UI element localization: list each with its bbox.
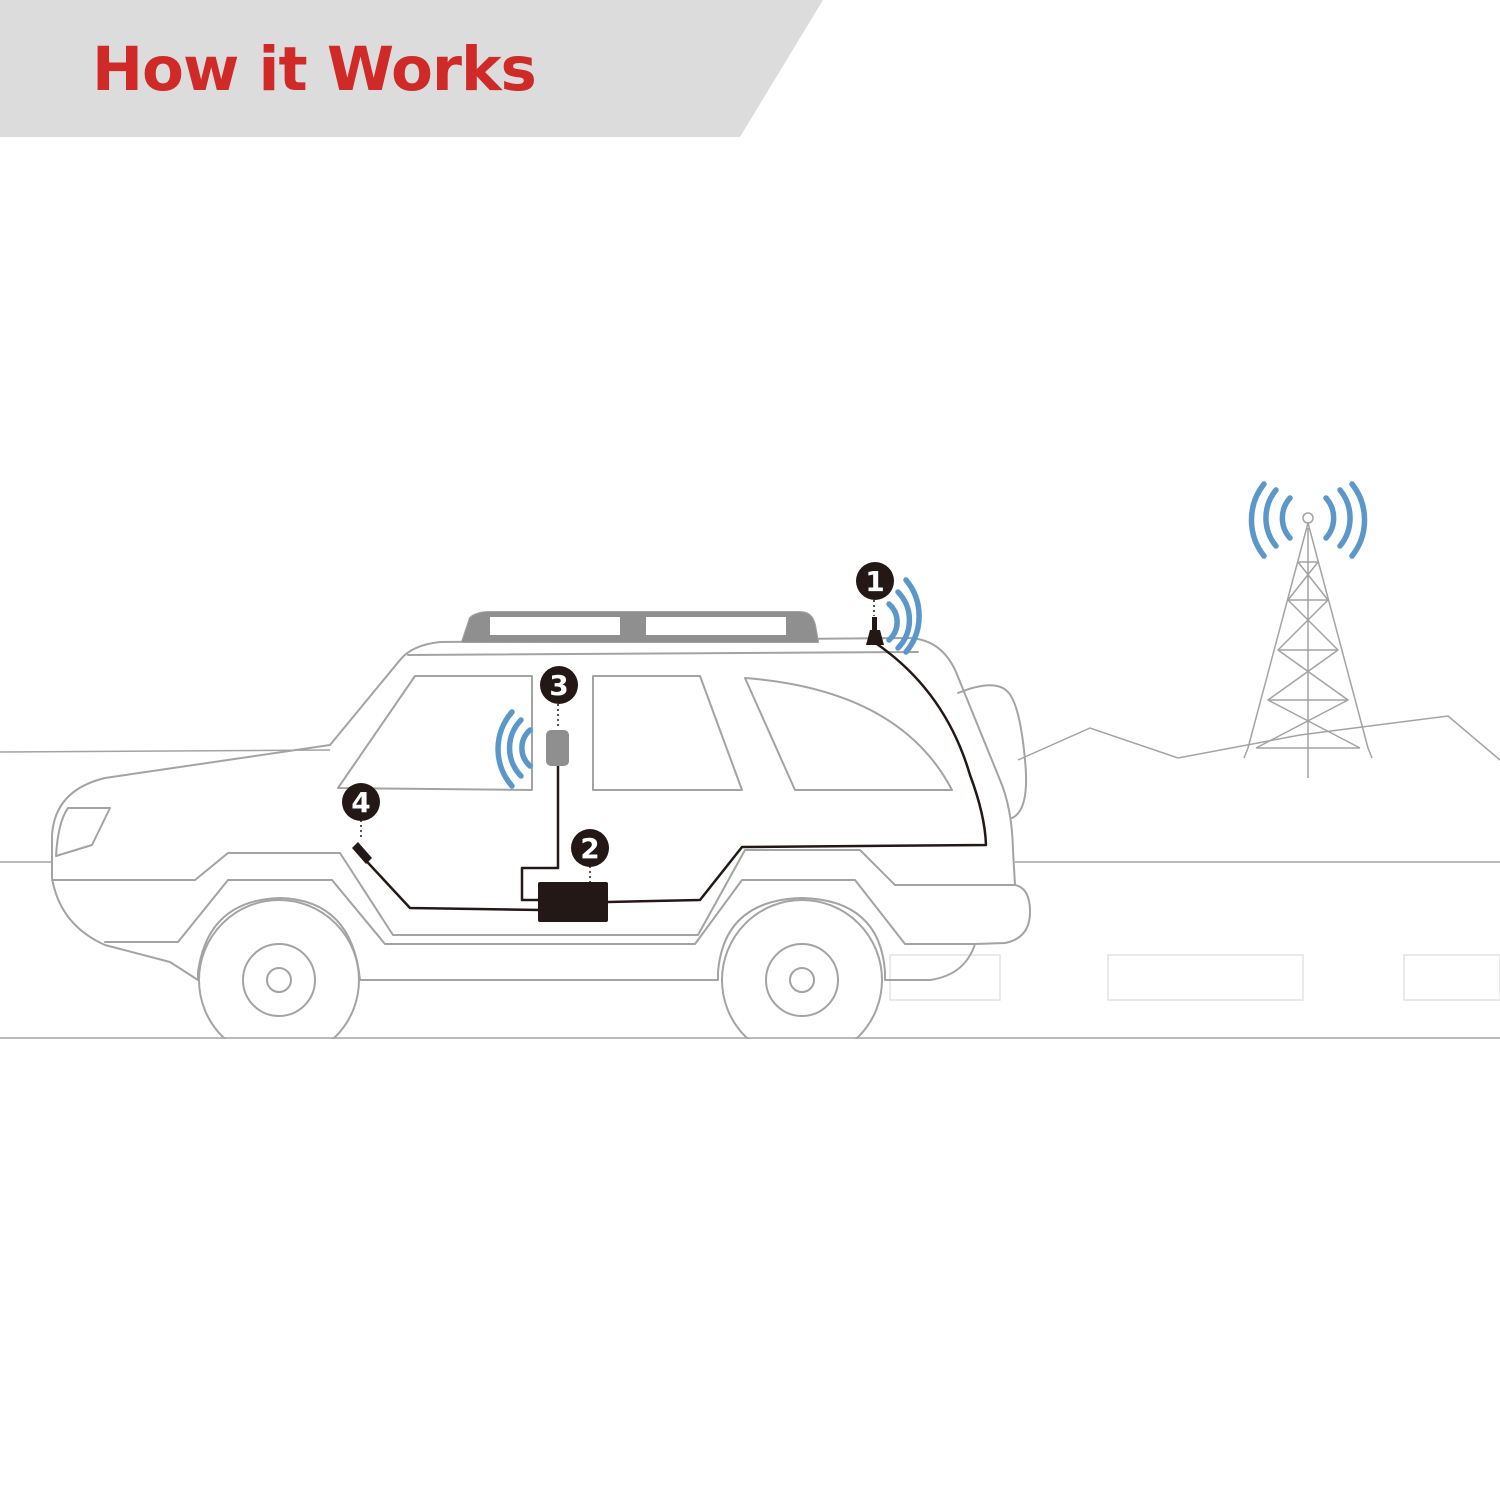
badge-2-number: 2 xyxy=(580,832,599,865)
title-banner xyxy=(0,0,823,137)
inside-antenna xyxy=(546,730,569,766)
badge-3: 3 xyxy=(540,666,578,704)
roof-rack-bars xyxy=(490,617,786,635)
roof-line xyxy=(407,651,919,656)
badge-4-number: 4 xyxy=(351,786,370,819)
rear-door-window xyxy=(592,675,743,791)
inside-antenna-cable xyxy=(520,765,560,902)
lane-marking xyxy=(1403,954,1500,1001)
outside-antenna-signal-icon xyxy=(886,577,922,655)
front-wheel xyxy=(198,899,360,1061)
front-wheel-hub xyxy=(242,943,316,1017)
rear-wheel-center xyxy=(789,967,815,993)
front-wheel-center xyxy=(266,967,292,993)
power-adapter xyxy=(352,842,372,864)
badge-1-number: 1 xyxy=(865,565,884,598)
tower-frame xyxy=(1243,522,1373,778)
inside-antenna-signal-icon xyxy=(495,709,533,789)
road-lane-markings xyxy=(889,954,1500,1001)
front-window xyxy=(337,675,533,791)
antenna-base xyxy=(866,630,884,645)
tower-signal-icon xyxy=(1248,481,1368,559)
cell-tower xyxy=(1243,512,1373,778)
lane-marking xyxy=(889,954,1001,1001)
roof-rack-fill xyxy=(462,612,818,642)
scenery xyxy=(0,715,1500,1039)
rear-window xyxy=(744,677,953,791)
badge-3-number: 3 xyxy=(549,669,568,702)
badge-4: 4 xyxy=(342,783,380,821)
banner-shape xyxy=(0,0,823,137)
hills-outline xyxy=(1017,715,1500,761)
tower-beacon xyxy=(1302,512,1314,524)
antenna-mast xyxy=(872,617,877,635)
badge-2: 2 xyxy=(571,829,609,867)
horizon-line-left xyxy=(0,749,331,753)
outside-antenna xyxy=(866,617,884,645)
lane-marking xyxy=(1107,954,1304,1001)
car-body xyxy=(51,637,1031,981)
power-cable xyxy=(357,851,541,912)
badge-1: 1 xyxy=(856,562,894,600)
rear-wheel-hub xyxy=(765,943,839,1017)
rocker-panel xyxy=(104,879,976,945)
outside-antenna-cable xyxy=(607,640,988,904)
rear-wheel xyxy=(721,899,883,1061)
page-title: How it Works xyxy=(92,34,537,105)
leader-lines xyxy=(360,600,875,882)
headlight xyxy=(55,807,111,857)
spare-wheel xyxy=(957,684,1028,819)
signal-booster xyxy=(538,882,608,922)
body-side-trim xyxy=(51,849,1016,936)
coax-cables xyxy=(357,640,988,912)
ground-mask xyxy=(150,1039,950,1099)
